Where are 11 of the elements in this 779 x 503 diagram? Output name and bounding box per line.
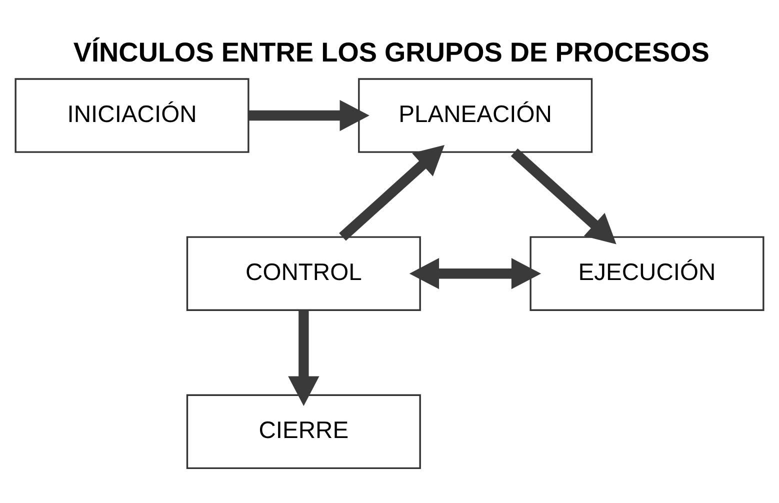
node-box: PLANEACIÓN: [358, 78, 593, 153]
node-box: CIERRE: [186, 394, 421, 470]
node-box: EJECUCIÓN: [530, 236, 764, 311]
node-box: CONTROL: [186, 236, 421, 311]
arrow: [339, 144, 445, 241]
arrow: [288, 310, 320, 406]
arrow: [248, 100, 370, 132]
arrow: [510, 148, 616, 244]
arrow: [409, 258, 542, 290]
diagram-title: VÍNCULOS ENTRE LOS GRUPOS DE PROCESOS: [73, 36, 710, 68]
node-box: INICIACIÓN: [14, 78, 250, 153]
